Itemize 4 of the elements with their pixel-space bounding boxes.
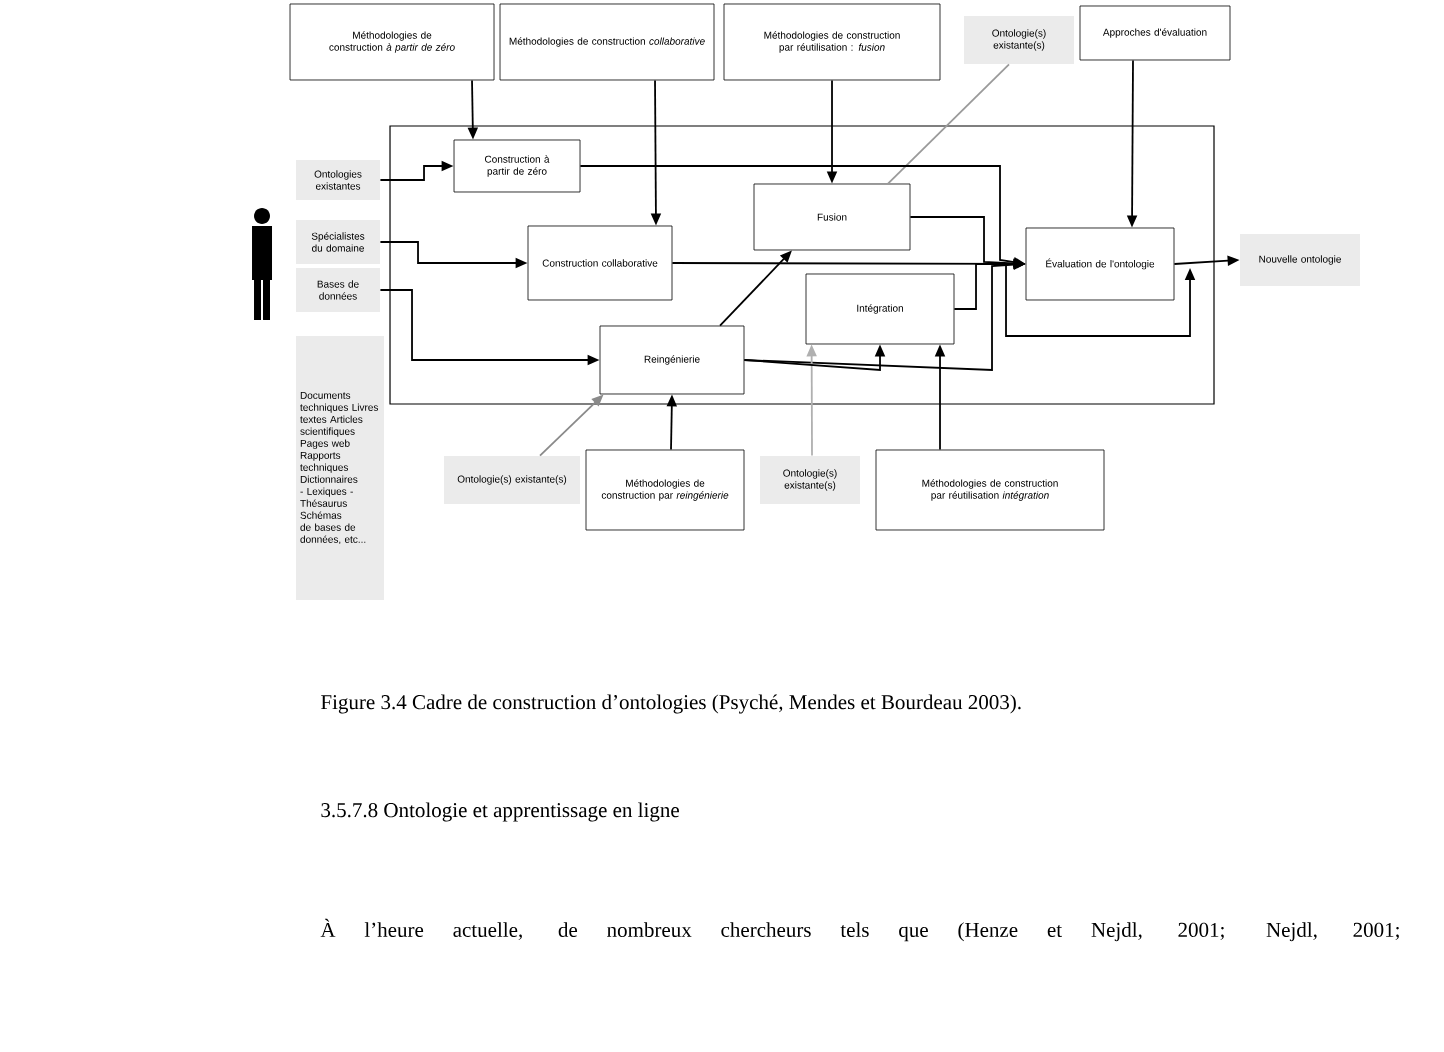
section-heading: 3.5.7.8 Ontologie et apprentissage en ligne — [321, 802, 679, 822]
figure-caption: Figure 3.4 Cadre de construction d’ontologies (Psyché, Mendes et Bourdeau 2003). — [321, 694, 1021, 714]
frame — [389, 125, 1215, 405]
body-text: À l’heure actuelle, de nombreux chercheurs tels que (Henze et Nejdl, 2001; Nejdl, 2001; — [320, 918, 1399, 942]
